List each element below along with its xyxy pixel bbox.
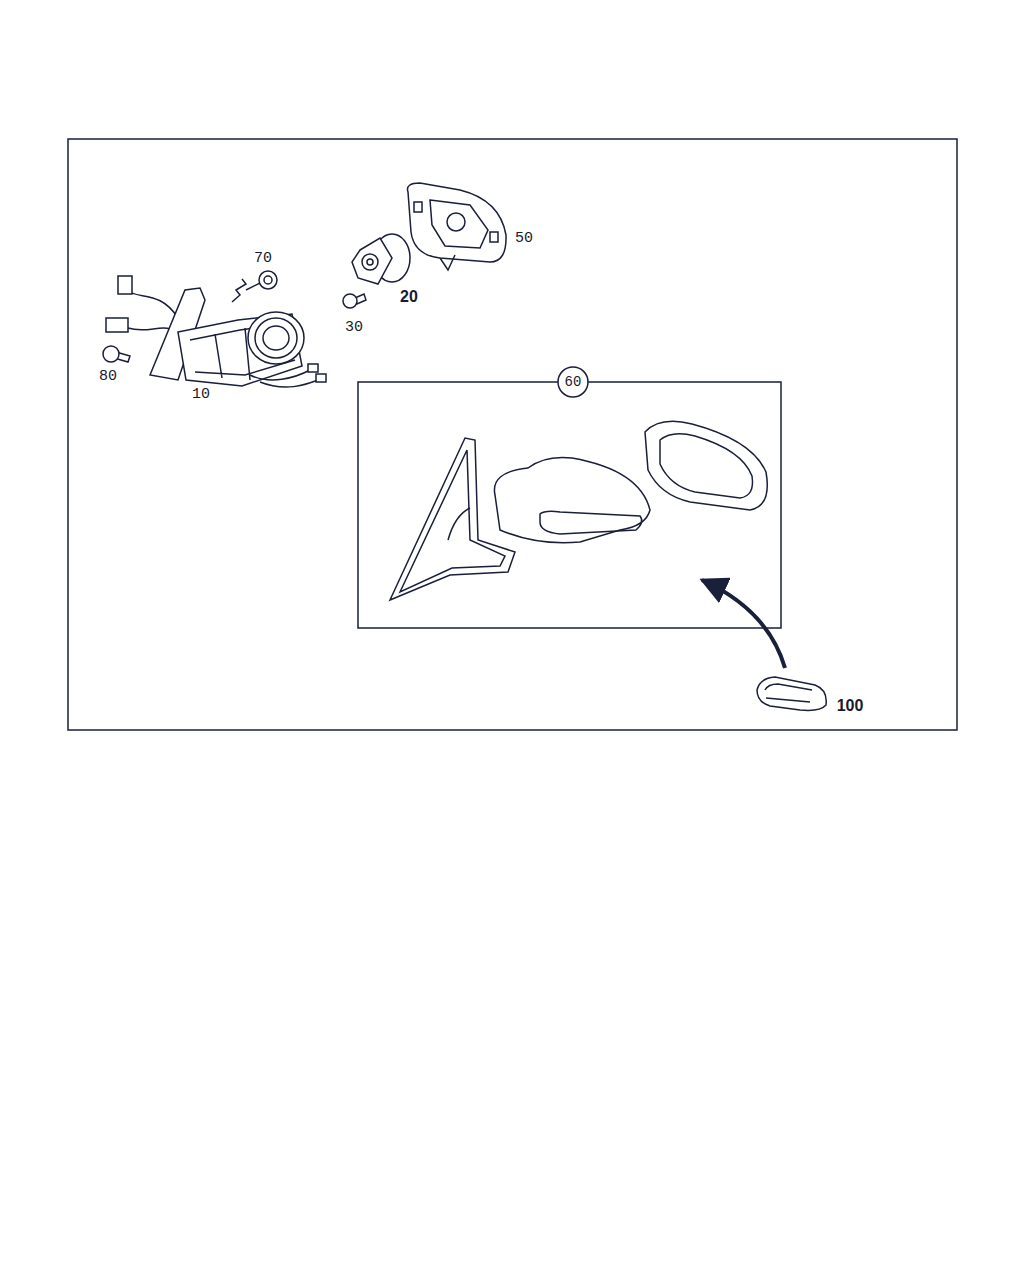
mirror-assembly-60 [390,421,767,600]
callout-number: 50 [515,231,533,246]
callout-number: 60 [565,374,582,390]
pointer-arrow [702,580,785,668]
callout-number: 100 [837,698,864,714]
mirror-base [106,276,326,387]
bolt-80 [103,346,130,362]
callout-number: 70 [254,251,272,266]
screw-30 [343,294,366,308]
callout-number: 20 [400,289,418,305]
callout-circle: 60 [557,366,589,398]
indicator-lens-100 [757,677,826,710]
screw-70 [232,271,277,302]
frame [68,139,957,730]
callout-number: 10 [192,387,210,402]
callout-number: 30 [345,320,363,335]
callout-number: 80 [99,369,117,384]
group-box [358,382,781,628]
motor-20 [352,234,410,284]
mirror-glass-50 [408,183,507,270]
